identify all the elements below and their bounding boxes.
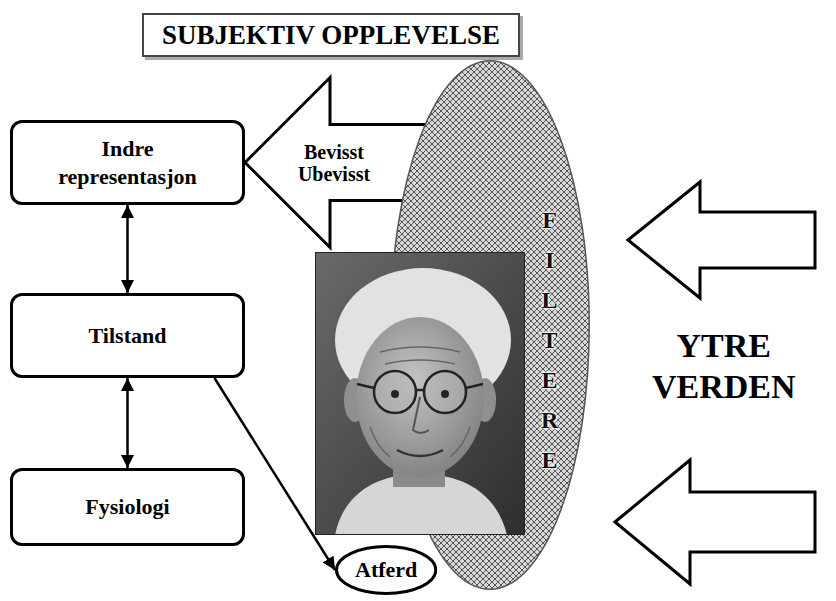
node-label: Fysiologi bbox=[85, 493, 169, 521]
mouth bbox=[397, 450, 443, 456]
input-arrow bbox=[615, 460, 815, 584]
node-label: Atferd bbox=[355, 556, 417, 584]
nose bbox=[413, 397, 429, 433]
input-arrow bbox=[628, 182, 815, 298]
eye bbox=[391, 390, 399, 398]
region-label: YTRE VERDEN bbox=[652, 326, 796, 408]
portrait-photo bbox=[315, 252, 525, 535]
glasses-bridge bbox=[357, 384, 483, 390]
glasses bbox=[374, 371, 416, 413]
ellipse-outline bbox=[337, 547, 436, 594]
glasses bbox=[424, 371, 466, 413]
label-holder: Bevisst Ubevisst bbox=[296, 141, 372, 185]
process-box: Indre representasjon bbox=[10, 120, 245, 205]
connector-arrow bbox=[126, 378, 129, 468]
connector-arrow bbox=[126, 205, 129, 293]
face bbox=[356, 317, 484, 477]
process-box: Tilstand bbox=[10, 293, 245, 378]
label-holder: YTRE VERDEN bbox=[652, 326, 796, 408]
node-label: FILTERE bbox=[540, 200, 559, 480]
title-box: SUBJEKTIV OPPLEVELSE bbox=[142, 13, 520, 57]
node-label: Indre representasjon bbox=[58, 135, 197, 190]
edge-label: Bevisst Ubevisst bbox=[296, 141, 372, 185]
process-box: Fysiologi bbox=[10, 468, 245, 546]
outcome-ellipse: Atferd bbox=[335, 545, 437, 595]
eye bbox=[441, 390, 449, 398]
title-text: SUBJEKTIV OPPLEVELSE bbox=[162, 19, 500, 51]
wrinkles bbox=[370, 347, 470, 457]
photo-background bbox=[315, 252, 525, 535]
node-label: Tilstand bbox=[89, 322, 167, 350]
photo-frame bbox=[316, 253, 525, 535]
